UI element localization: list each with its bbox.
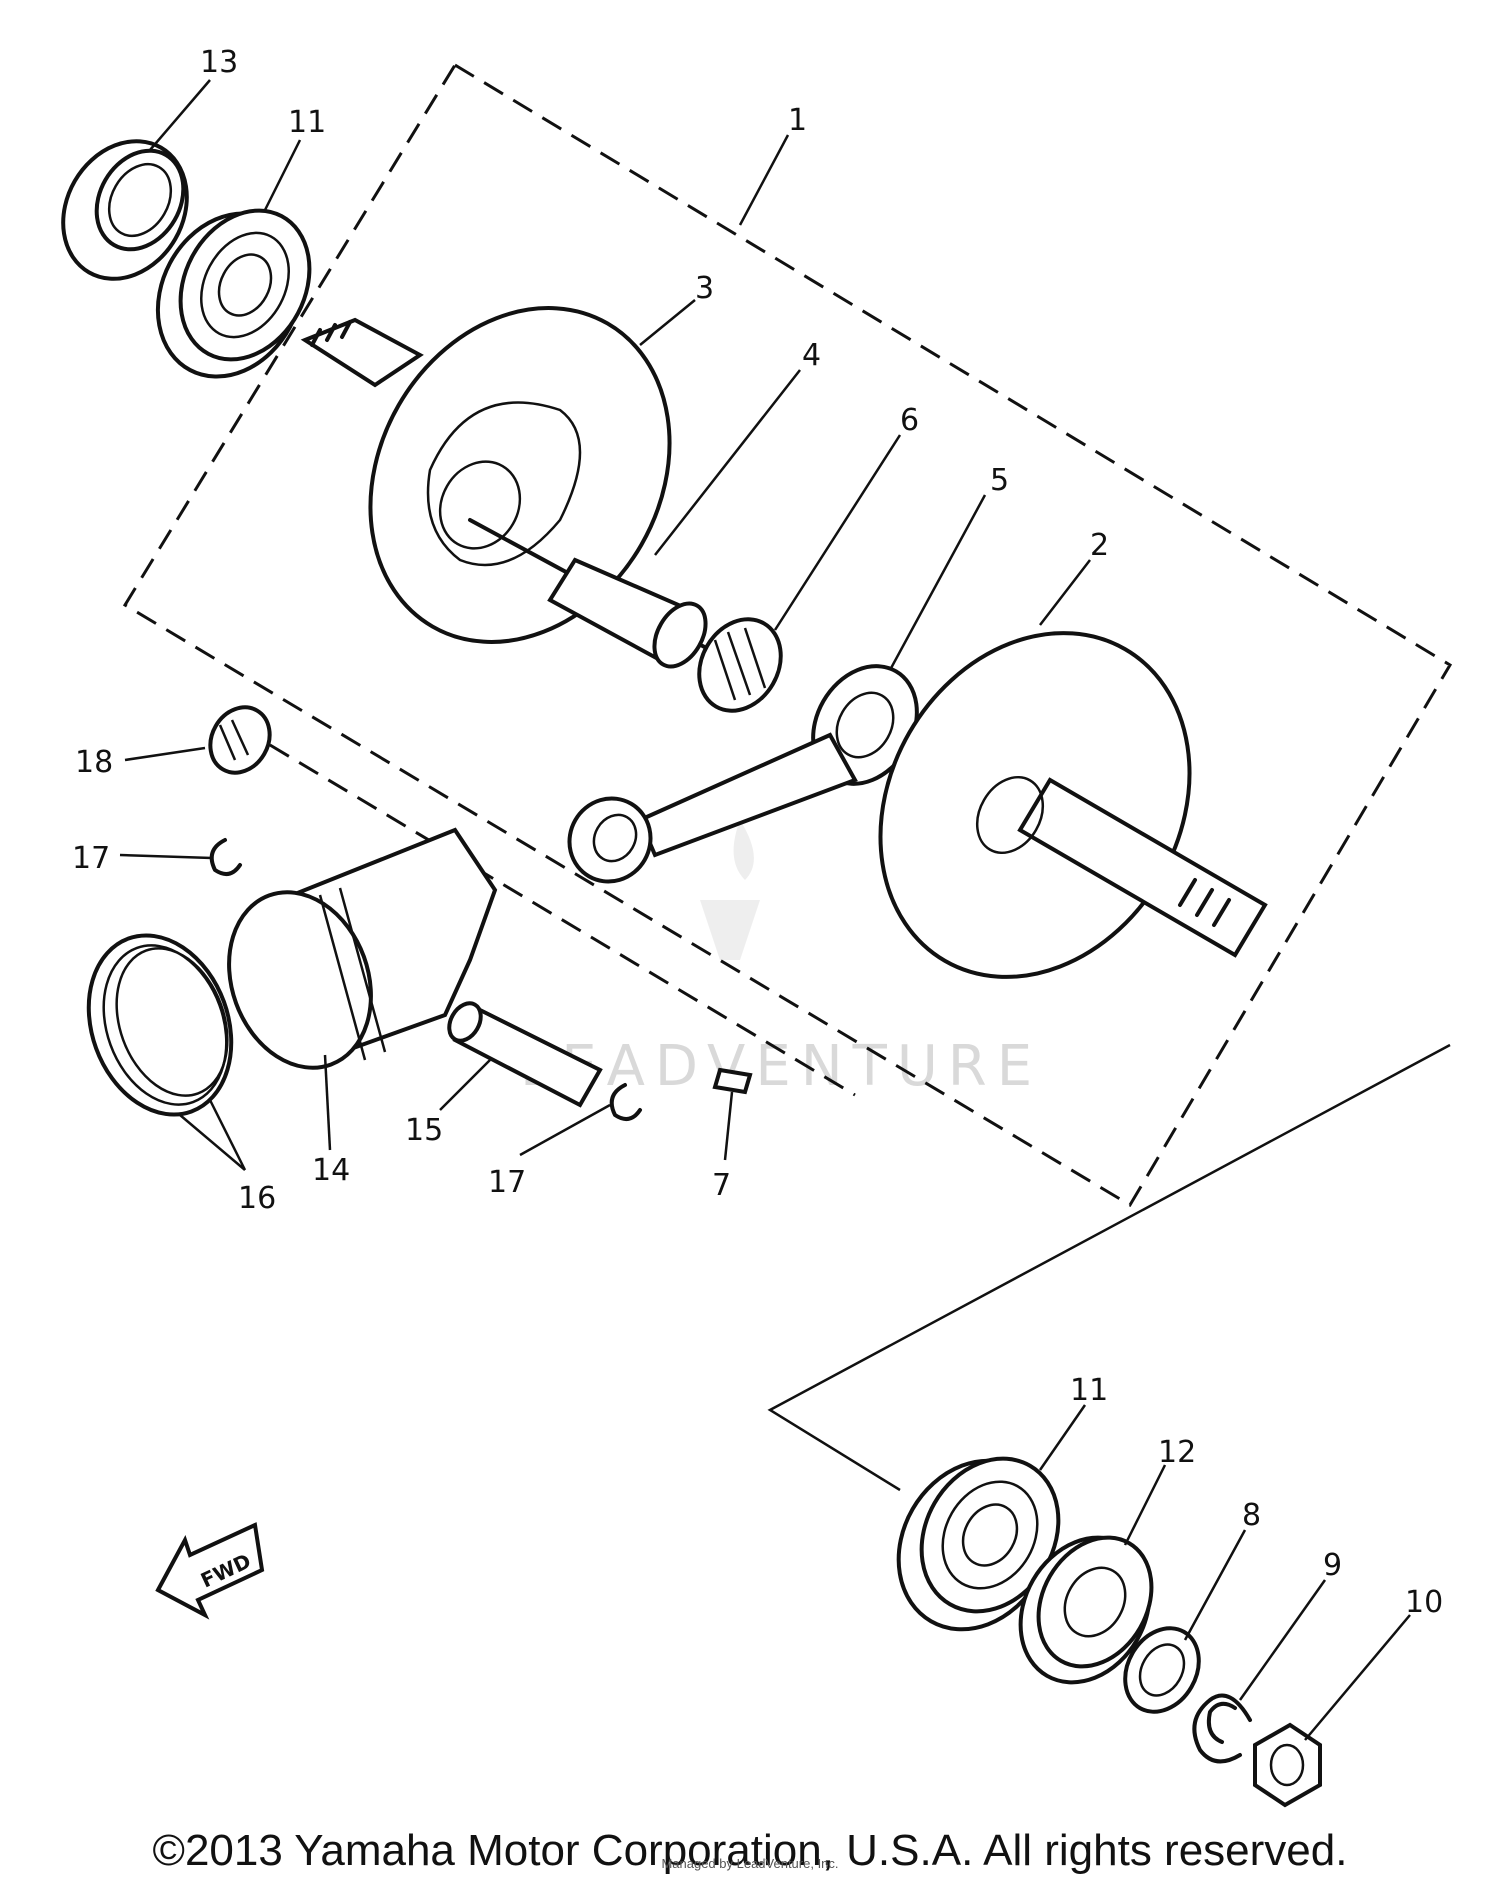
part-6-needle-bearing <box>697 617 783 713</box>
small-credit: Managed by LeadVenture, Inc. <box>661 1856 839 1871</box>
part-14-piston <box>227 827 498 1070</box>
part-15-piston-pin <box>447 1001 603 1108</box>
part-12-oil-seal-right <box>1018 1535 1154 1685</box>
callout-7: 7 <box>712 1168 731 1203</box>
part-13-oil-seal <box>61 139 189 281</box>
callout-9: 9 <box>1323 1548 1342 1583</box>
watermark-logo <box>700 820 760 960</box>
part-2-crank-half-right <box>878 631 1268 979</box>
callout-15: 15 <box>405 1113 443 1148</box>
part-17-circlip-upper <box>209 838 242 876</box>
callout-5: 5 <box>990 463 1009 498</box>
callout-11-left: 11 <box>288 105 326 140</box>
callout-6: 6 <box>900 403 919 438</box>
lower-assembly-line <box>767 1043 1451 1492</box>
copyright-notice: ©2013 Yamaha Motor Corporation, U.S.A. A… <box>152 1826 1348 1875</box>
callout-3: 3 <box>695 271 714 306</box>
callout-16: 16 <box>238 1181 276 1216</box>
callout-14: 14 <box>312 1153 350 1188</box>
callout-13: 13 <box>200 45 238 80</box>
part-11-bearing-left <box>155 208 312 379</box>
callout-1: 1 <box>788 103 807 138</box>
callout-8: 8 <box>1242 1498 1261 1533</box>
callout-17-upper: 17 <box>72 841 110 876</box>
part-9-lock-washer <box>1192 1693 1252 1764</box>
part-17-circlip-lower <box>609 1083 642 1121</box>
callout-17-lower: 17 <box>488 1165 526 1200</box>
part-3-crank-half-left <box>300 306 712 652</box>
callout-12: 12 <box>1158 1435 1196 1470</box>
callout-11-right: 11 <box>1070 1373 1108 1408</box>
part-7-key <box>712 1067 753 1095</box>
watermark-text: LEADVENTURE <box>520 1034 1042 1099</box>
leader-lines <box>119 79 1411 1741</box>
part-16-piston-rings <box>86 933 234 1117</box>
callout-18: 18 <box>75 745 113 780</box>
assembly-boundary-dashed <box>122 62 1453 1208</box>
part-18-small-end-bearing <box>208 705 272 775</box>
part-10-nut <box>1253 1722 1322 1808</box>
callout-4: 4 <box>802 338 821 373</box>
assembly-boundary-extension <box>269 743 856 1097</box>
part-5-connecting-rod <box>567 664 919 884</box>
part-4-crank-pin <box>547 557 708 669</box>
fwd-direction-arrow: FWD <box>155 1522 265 1620</box>
callout-10: 10 <box>1405 1585 1443 1620</box>
callout-2: 2 <box>1090 528 1109 563</box>
part-8-washer <box>1123 1626 1201 1714</box>
